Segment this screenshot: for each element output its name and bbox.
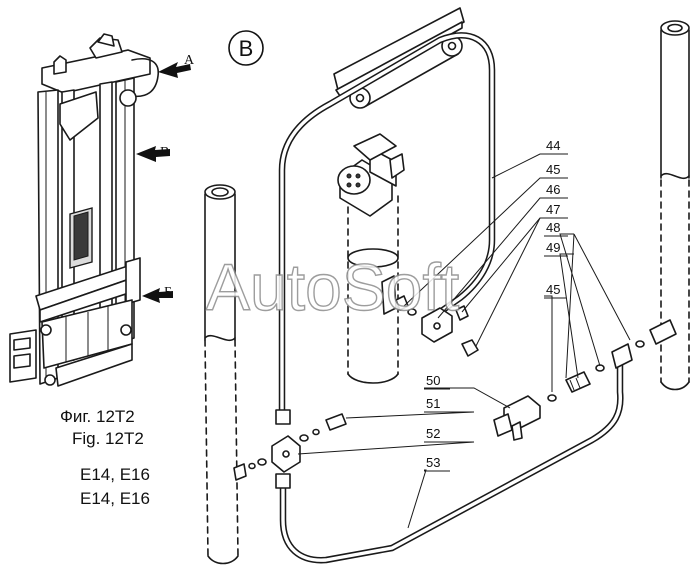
callout-50: 50 [426,373,440,388]
caption-ru: Фиг. 12T2 [60,407,135,426]
callout-53: 53 [426,455,440,470]
arrow-a: A [158,53,195,78]
callout-52: 52 [426,426,440,441]
arrow-be-label: Б [164,285,172,300]
view-b-label: B [239,36,254,61]
view-b-marker: B [228,30,264,66]
arrow-b-label: B [160,145,169,160]
arrow-b: B [136,145,170,162]
hose-lower-loop [279,358,624,564]
caption-en: Fig. 12T2 [72,429,144,448]
fitting-chain-49 [565,319,677,393]
fitting-tee-lower [233,409,347,489]
callout-47: 47 [546,202,560,217]
hose-upper-loop [278,32,496,422]
figure-caption: Фиг. 12T2 Fig. 12T2 E14, E16 E14, E16 [60,407,150,508]
caption-models-ru: E14, E16 [80,465,150,484]
callout-45-upper: 45 [546,162,560,177]
right-cylinder [660,20,690,391]
center-cylinder [337,133,405,384]
callout-45-lower: 45 [546,282,560,297]
caption-models-en: E14, E16 [80,489,150,508]
callout-46: 46 [546,182,560,197]
watermark: AutoSoft [206,250,459,324]
mast-assembly [9,33,159,387]
arrow-a-label: A [184,53,195,68]
arrow-be: Б [142,285,173,303]
callout-51: 51 [426,396,440,411]
callout-numbers: 44 45 46 47 48 49 45 50 51 52 53 [424,138,568,472]
fitting-tee-50 [493,394,557,441]
callout-44: 44 [546,138,560,153]
pulley-bracket [333,7,465,109]
left-cylinder [204,184,239,565]
callout-49: 49 [546,240,560,255]
callout-48: 48 [546,220,560,235]
fitting-block-upper [395,295,479,357]
